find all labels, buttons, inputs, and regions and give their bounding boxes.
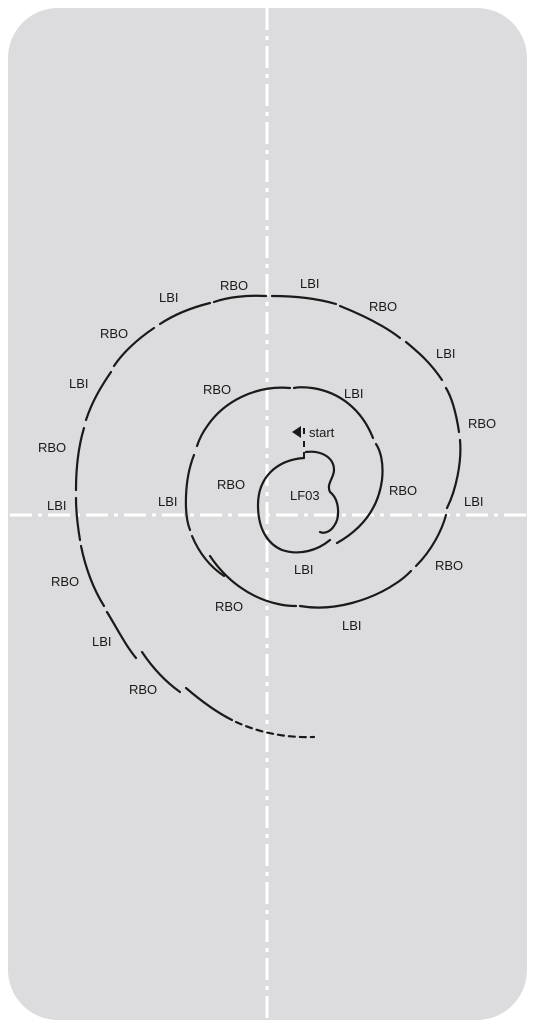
dashed-continuation-path xyxy=(234,720,316,739)
edge-label: RBO xyxy=(203,382,231,397)
edge-segment xyxy=(270,294,338,306)
edge-segment xyxy=(292,386,375,440)
edge-label: RBO xyxy=(217,477,245,492)
edge-segment xyxy=(414,513,448,568)
edge-label: LBI xyxy=(464,494,484,509)
edge-segment xyxy=(184,453,196,532)
edge-label: LBI xyxy=(342,618,362,633)
edge-label: RBO xyxy=(369,299,397,314)
edge-label: RBO xyxy=(468,416,496,431)
edge-segment xyxy=(190,534,226,578)
edge-label: RBO xyxy=(215,599,243,614)
edge-segment xyxy=(445,438,462,510)
edge-segment xyxy=(105,610,138,660)
edge-segment xyxy=(79,544,106,608)
edge-segment xyxy=(208,554,298,608)
edge-label: LBI xyxy=(294,562,314,577)
edge-label: RBO xyxy=(100,326,128,341)
edge-label: RBO xyxy=(38,440,66,455)
edge-label: LBI xyxy=(158,494,178,509)
edge-segment xyxy=(84,370,113,422)
edge-segment xyxy=(298,569,413,609)
edge-label: LBI xyxy=(47,498,67,513)
inner-figure-path xyxy=(304,450,340,534)
center-loop-path xyxy=(256,456,332,554)
edge-segment xyxy=(335,442,384,545)
edge-label: RBO xyxy=(435,558,463,573)
edge-segment xyxy=(338,304,402,340)
edge-label: RBO xyxy=(389,483,417,498)
edge-label: RBO xyxy=(220,278,248,293)
edge-label: LBI xyxy=(300,276,320,291)
edge-label: LBI xyxy=(92,634,112,649)
edge-segment xyxy=(195,386,292,448)
edge-segment xyxy=(404,340,444,382)
figure-label: LF03 xyxy=(290,488,320,503)
edge-label: LBI xyxy=(69,376,89,391)
edge-segment xyxy=(74,426,86,492)
edge-label: LBI xyxy=(344,386,364,401)
edge-segment xyxy=(112,326,156,368)
start-arrow-icon xyxy=(292,426,301,438)
edge-segment xyxy=(184,686,234,722)
edge-segment xyxy=(74,496,82,542)
edge-segment xyxy=(158,301,212,326)
edge-label: LBI xyxy=(159,290,179,305)
edge-label: RBO xyxy=(51,574,79,589)
edge-segment xyxy=(444,386,461,434)
start-label: start xyxy=(309,425,335,440)
edge-segment xyxy=(212,294,268,304)
edge-label: RBO xyxy=(129,682,157,697)
edge-segment xyxy=(140,650,182,694)
edge-label: LBI xyxy=(436,346,456,361)
